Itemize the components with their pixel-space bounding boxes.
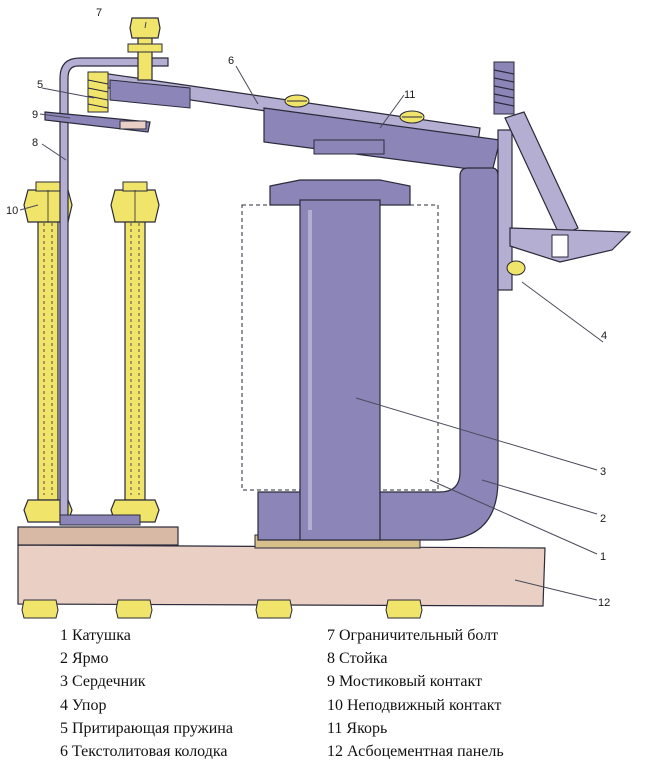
spring-icon — [493, 61, 515, 115]
callout-12: 12 — [598, 597, 610, 609]
relay-drawing: 7 6 5 9 8 10 11 4 3 2 1 12 — [6, 7, 632, 619]
callout-3: 3 — [600, 466, 606, 478]
screw-head-icon — [399, 110, 425, 124]
yoke — [257, 167, 499, 541]
legend-item-textolite-block: 6 Текстолитовая колодка — [60, 743, 228, 761]
stop — [506, 260, 526, 276]
legend-item-stand: 8 Стойка — [327, 650, 388, 668]
callout-10: 10 — [6, 205, 18, 217]
bolt-nut-icon — [385, 599, 423, 619]
callout-7: 7 — [96, 7, 102, 19]
callout-5: 5 — [37, 79, 43, 91]
legend-item-stop: 4 Упор — [60, 696, 107, 714]
legend-item-yoke: 2 Ярмо — [60, 650, 109, 668]
legend-right: 7 Ограничительный болт 8 Стойка 9 Мостик… — [327, 624, 504, 763]
legend-item-coil: 1 Катушка — [60, 627, 131, 644]
callout-2: 2 — [600, 513, 606, 525]
callout-labels: 7 6 5 9 8 10 11 4 3 2 1 12 — [6, 7, 610, 609]
bolt-nut-icon — [127, 17, 163, 53]
contact-arm — [504, 111, 632, 263]
callout-1: 1 — [600, 551, 606, 563]
core — [269, 179, 411, 541]
callout-4: 4 — [601, 330, 607, 342]
legend-item-bridge-contact: 9 Мостиковый контакт — [327, 673, 483, 691]
spring-icon — [87, 71, 109, 113]
legend-item-stationary-contact: 10 Неподвижный контакт — [327, 696, 502, 714]
legend-item-core: 3 Сердечник — [60, 673, 146, 691]
bolt-nut-icon — [115, 599, 153, 619]
stationary-contact-rod — [37, 199, 59, 501]
legend-item-limit-bolt: 7 Ограничительный болт — [327, 627, 499, 644]
support-rod — [124, 199, 146, 501]
legend-left: 1 Катушка 2 Ярмо 3 Сердечник 4 Упор 5 Пр… — [60, 624, 233, 763]
legend-item-panel: 12 Асбоцементная панель — [327, 743, 504, 761]
bridge-contact — [44, 111, 151, 133]
screw-head-icon — [284, 94, 310, 108]
stand-bracket — [59, 57, 169, 526]
bolt-nut-icon — [21, 599, 59, 619]
legend-item-lapping-spring: 5 Притирающая пружина — [60, 719, 233, 737]
callout-9: 9 — [32, 109, 38, 121]
callout-11: 11 — [404, 89, 415, 101]
legend-item-armature: 11 Якорь — [327, 719, 388, 737]
leader-lines — [19, 21, 604, 601]
callout-8: 8 — [32, 137, 38, 149]
bolt-nut-icon — [255, 599, 293, 619]
callout-6: 6 — [228, 55, 234, 67]
right-upright — [497, 129, 513, 291]
bolt-nut-icon — [110, 181, 160, 223]
